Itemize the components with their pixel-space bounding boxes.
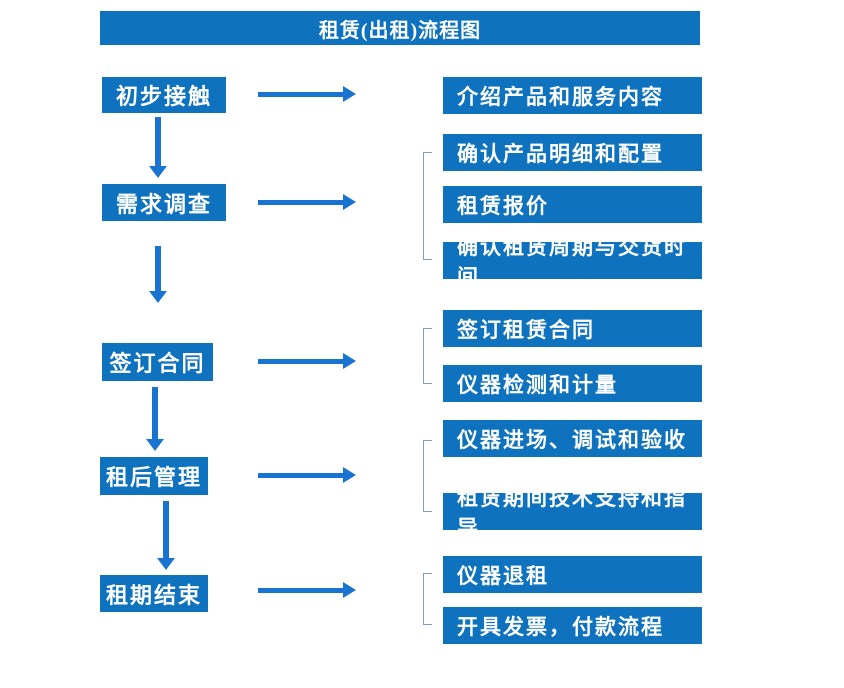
- group-bracket: [423, 152, 432, 260]
- output-box-introduce-products-services: 介绍产品和服务内容: [443, 77, 702, 114]
- arrow-right-icon: [258, 582, 356, 598]
- output-box-confirm-product-details: 确认产品明细和配置: [443, 134, 702, 171]
- group-bracket: [423, 328, 432, 384]
- stage-box-initial-contact: 初步接触: [102, 77, 226, 113]
- stage-box-post-rental-management: 租后管理: [100, 457, 208, 495]
- group-bracket: [423, 573, 432, 625]
- arrow-right-icon: [258, 194, 356, 210]
- output-box-instrument-setup-acceptance: 仪器进场、调试和验收: [443, 420, 702, 457]
- output-box-rental-quote: 租赁报价: [443, 186, 702, 223]
- group-bracket: [423, 440, 432, 512]
- stage-box-rental-end: 租期结束: [100, 575, 208, 612]
- arrow-right-icon: [258, 353, 356, 369]
- arrow-down-icon: [149, 117, 167, 178]
- output-box-technical-support: 租赁期间技术支持和指导: [443, 486, 702, 540]
- stage-box-demand-survey: 需求调查: [102, 184, 226, 221]
- arrow-right-icon: [258, 86, 356, 102]
- flowchart-title: 租赁(出租)流程图: [100, 11, 700, 45]
- stage-box-sign-contract: 签订合同: [102, 343, 213, 381]
- output-box-confirm-period-delivery: 确认租赁周期与交货时间: [443, 235, 702, 289]
- arrow-right-icon: [258, 467, 356, 483]
- arrow-down-icon: [146, 387, 164, 451]
- output-box-sign-rental-contract: 签订租赁合同: [443, 310, 702, 347]
- arrow-down-icon: [149, 246, 167, 303]
- output-box-instrument-testing: 仪器检测和计量: [443, 365, 702, 402]
- arrow-down-icon: [157, 501, 175, 570]
- output-box-invoice-payment: 开具发票，付款流程: [443, 607, 702, 644]
- output-box-instrument-return: 仪器退租: [443, 556, 702, 593]
